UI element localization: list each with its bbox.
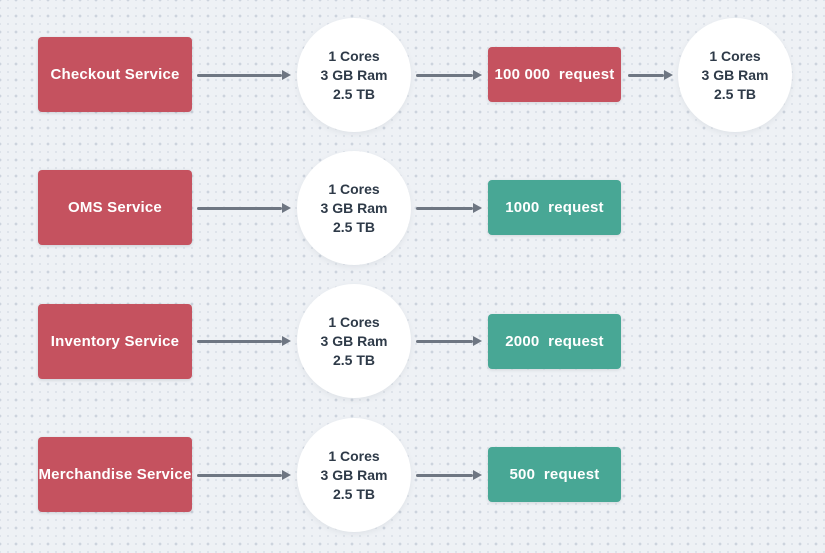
spec-node-oms[interactable]: 1 Cores 3 GB Ram 2.5 TB — [297, 151, 411, 265]
spec-line-storage: 2.5 TB — [713, 85, 756, 102]
spec-node-checkout[interactable]: 1 Cores 3 GB Ram 2.5 TB — [297, 18, 411, 132]
service-node-inventory[interactable]: Inventory Service — [38, 304, 192, 379]
spec-line-cores: 1 Cores — [328, 313, 380, 330]
service-label: OMS Service — [68, 199, 162, 216]
request-node-oms[interactable]: 1000 request — [488, 180, 621, 235]
spec-line-ram: 3 GB Ram — [320, 66, 388, 83]
service-node-oms[interactable]: OMS Service — [38, 170, 192, 245]
arrow-request-to-extra-specs[interactable] — [628, 73, 664, 77]
arrow-specs-to-request-merchandise[interactable] — [416, 473, 473, 477]
request-label: 500 request — [509, 466, 600, 483]
arrow-specs-to-request-inventory[interactable] — [416, 339, 473, 343]
spec-node-merchandise[interactable]: 1 Cores 3 GB Ram 2.5 TB — [297, 418, 411, 532]
request-node-inventory[interactable]: 2000 request — [488, 314, 621, 369]
spec-line-ram: 3 GB Ram — [320, 332, 388, 349]
service-label: Inventory Service — [50, 333, 180, 350]
spec-line-ram: 3 GB Ram — [320, 466, 388, 483]
spec-line-ram: 3 GB Ram — [320, 199, 388, 216]
service-label: Checkout Service — [50, 66, 180, 83]
service-node-checkout[interactable]: Checkout Service — [38, 37, 192, 112]
spec-line-storage: 2.5 TB — [332, 85, 375, 102]
arrow-specs-to-request-oms[interactable] — [416, 206, 473, 210]
spec-line-storage: 2.5 TB — [332, 351, 375, 368]
spec-line-cores: 1 Cores — [709, 47, 761, 64]
arrow-oms-to-specs[interactable] — [197, 206, 282, 210]
request-node-merchandise[interactable]: 500 request — [488, 447, 621, 502]
arrow-specs-to-request-checkout[interactable] — [416, 73, 473, 77]
spec-line-ram: 3 GB Ram — [701, 66, 769, 83]
spec-line-storage: 2.5 TB — [332, 485, 375, 502]
arrow-checkout-to-specs[interactable] — [197, 73, 282, 77]
service-node-merchandise[interactable]: Merchandise Service — [38, 437, 192, 512]
request-label: 2000 request — [505, 333, 604, 350]
spec-line-cores: 1 Cores — [328, 180, 380, 197]
arrow-inventory-to-specs[interactable] — [197, 339, 282, 343]
arrow-merchandise-to-specs[interactable] — [197, 473, 282, 477]
spec-node-inventory[interactable]: 1 Cores 3 GB Ram 2.5 TB — [297, 284, 411, 398]
request-node-checkout[interactable]: 100 000 request — [488, 47, 621, 102]
request-label: 100 000 request — [494, 66, 615, 83]
service-label: Merchandise Service — [38, 466, 192, 483]
extra-spec-node-checkout[interactable]: 1 Cores 3 GB Ram 2.5 TB — [678, 18, 792, 132]
spec-line-storage: 2.5 TB — [332, 218, 375, 235]
spec-line-cores: 1 Cores — [328, 447, 380, 464]
request-label: 1000 request — [505, 199, 604, 216]
spec-line-cores: 1 Cores — [328, 47, 380, 64]
